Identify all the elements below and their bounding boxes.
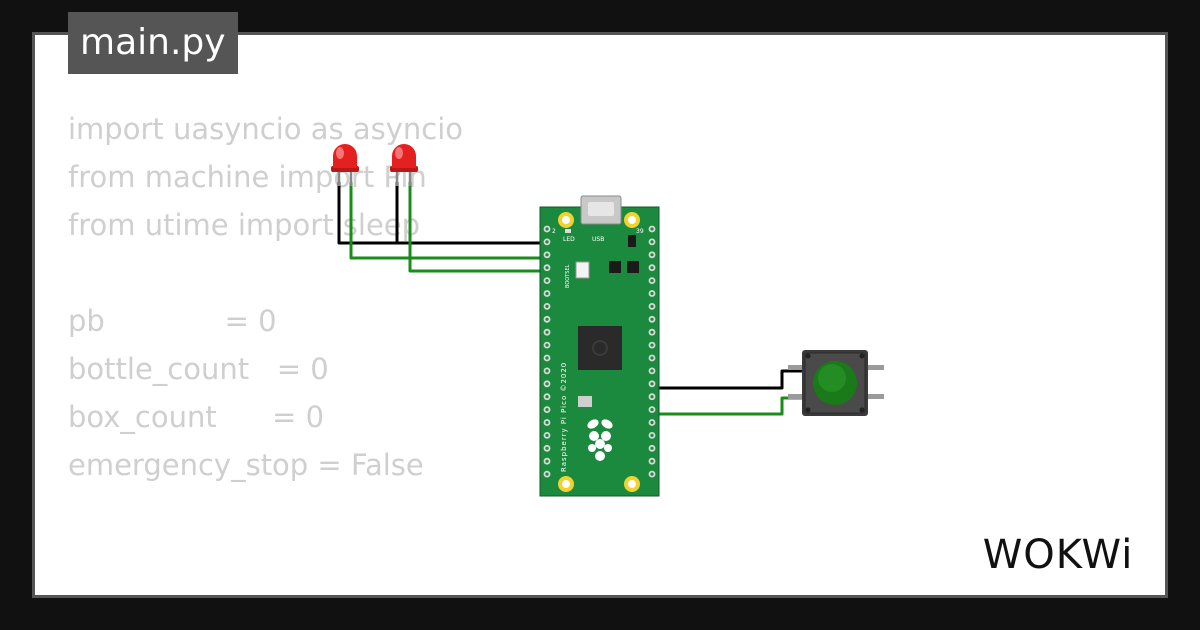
chip [627, 261, 639, 273]
code-line: pb = 0 [68, 304, 277, 338]
bootsel-label: BOOTSEL [565, 264, 571, 288]
pin-hole [545, 459, 549, 463]
pin-hole [650, 408, 654, 412]
code-editor: import uasyncio as asyncio from machine … [68, 105, 463, 595]
pin-hole [545, 227, 549, 231]
usb-label: USB [592, 236, 604, 243]
pin-hole [650, 433, 654, 437]
pin-hole [650, 330, 654, 334]
code-line: box_count = 0 [68, 400, 325, 434]
pin-hole [650, 227, 654, 231]
pin-hole [545, 420, 549, 425]
pin-hole [650, 240, 654, 244]
pin-hole [545, 446, 549, 450]
code-line: from utime import sleep [68, 208, 421, 242]
pin-hole [650, 395, 654, 399]
pin-2-label: 2 [552, 228, 556, 235]
wire-button-signal[interactable] [650, 396, 804, 416]
pin-hole [650, 356, 654, 360]
pin-hole [545, 369, 549, 373]
pin-hole [650, 446, 654, 450]
pin-hole [650, 459, 654, 463]
pin-hole [545, 330, 549, 334]
pin-hole [650, 382, 654, 386]
push-button[interactable] [788, 350, 884, 416]
led-label: LED [563, 236, 575, 243]
pin-hole [650, 304, 654, 308]
pin-hole [545, 433, 549, 437]
pin-header-right [648, 225, 656, 478]
pin-hole [545, 253, 549, 257]
chip [609, 261, 621, 273]
pin-hole [650, 420, 654, 425]
pin-hole [545, 304, 549, 308]
pin-hole [545, 266, 549, 270]
code-line: from machine import Pin [68, 160, 427, 194]
pin-39-label: 39 [636, 228, 644, 235]
pin-hole [650, 253, 654, 257]
pin-hole [650, 369, 654, 373]
wire-button-gnd[interactable] [650, 369, 804, 390]
bootsel-button[interactable] [575, 261, 590, 279]
wire-led1-gnd[interactable] [337, 182, 548, 245]
pin-hole [545, 408, 549, 412]
code-line: emergency_stop = False [68, 448, 424, 482]
code-line: led1 = Pin(0,Pin.OUT) [68, 585, 463, 595]
rp2040-chip [578, 326, 622, 370]
pin-hole [545, 343, 549, 347]
pin-hole [650, 472, 654, 476]
pin-hole [545, 356, 549, 360]
pin-hole [650, 279, 654, 283]
pin-hole [545, 240, 549, 244]
pin-hole [650, 317, 654, 321]
silkscreen-label: Raspberry Pi Pico ©2020 [560, 362, 568, 472]
pin-hole [545, 382, 549, 386]
pin-hole [545, 291, 549, 296]
wire-led1-signal[interactable] [349, 182, 548, 260]
file-name-tab[interactable]: main.py [68, 12, 238, 74]
red-led-2[interactable] [390, 144, 418, 186]
code-line: bottle_count = 0 [68, 352, 329, 386]
pin-hole [650, 291, 654, 296]
chip [628, 235, 636, 247]
pin-hole [545, 395, 549, 399]
pin-hole [545, 279, 549, 283]
wokwi-logo[interactable]: WOKWi [968, 524, 1148, 588]
pin-header-left [543, 225, 551, 478]
pin-hole [545, 317, 549, 321]
raspberry-pi-pico-board[interactable]: LED USB 2 39 BOOTSEL Raspberry Pi Pico ©… [539, 195, 660, 497]
code-line: import uasyncio as asyncio [68, 112, 463, 146]
flash-chip [578, 396, 592, 407]
wokwi-logo-text: WOKWi [983, 532, 1134, 578]
pin-hole [650, 266, 654, 270]
wire-led2-signal[interactable] [408, 182, 548, 273]
red-led-1[interactable] [331, 144, 359, 186]
led-indicator [565, 229, 571, 233]
pin-hole [650, 343, 654, 347]
raspberry-logo-icon [587, 419, 613, 461]
pin-hole [545, 472, 549, 476]
